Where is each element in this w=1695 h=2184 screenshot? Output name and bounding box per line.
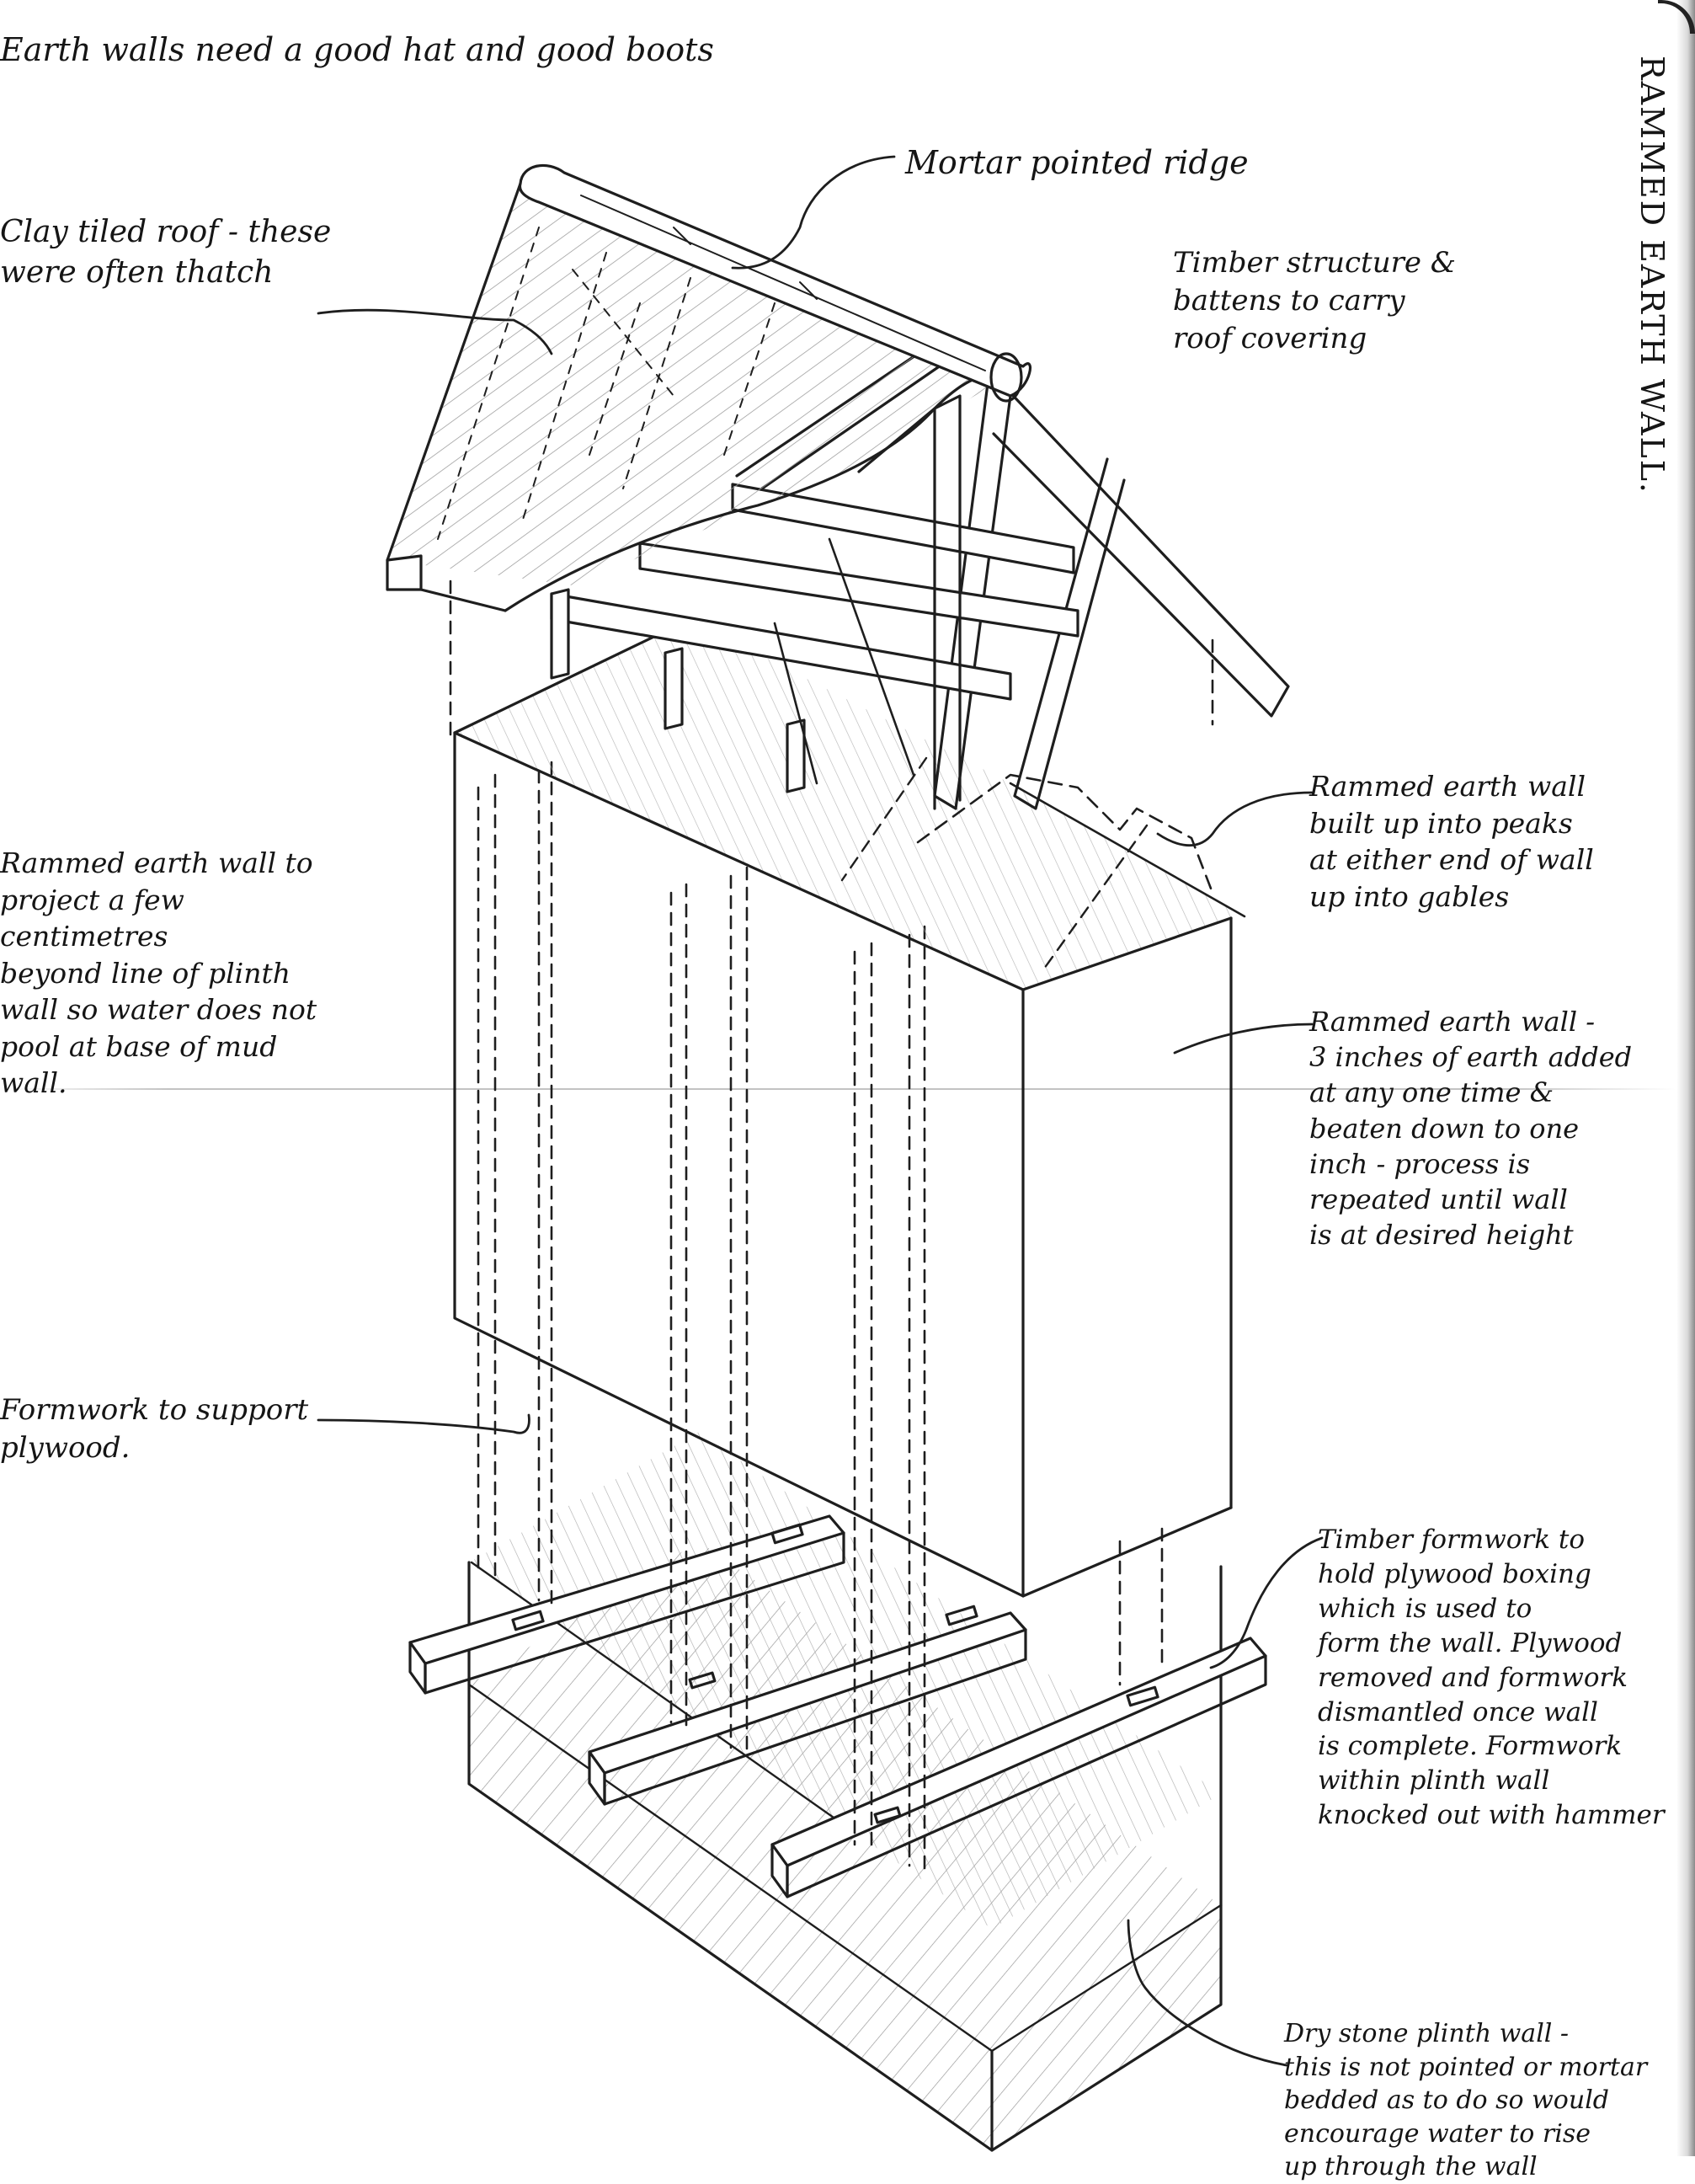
timber-note: Timber structure & battens to carry roof… [1173, 246, 1457, 355]
formwork-note: Timber formwork to hold plywood boxing w… [1318, 1525, 1665, 1831]
plinth-note: Dry stone plinth wall - this is not poin… [1284, 2019, 1648, 2182]
leader-lines [317, 155, 1324, 2067]
rammed-earth-wall [453, 617, 1246, 1598]
formwork-battens [408, 1514, 1267, 1898]
roof-note: Clay tiled roof - these were often thatc… [0, 215, 332, 290]
layers-note: Rammed earth wall - 3 inches of earth ad… [1309, 1006, 1633, 1252]
tiled-roof [386, 182, 1019, 612]
project-note: Rammed earth wall to project a few centi… [0, 846, 317, 1100]
heading-note: Earth walls need a good hat and good boo… [0, 31, 714, 68]
formwork-posts [449, 579, 1214, 1876]
ridge [518, 163, 1031, 403]
page-title: RAMMED EARTH WALL. [1634, 56, 1671, 495]
support-note: Formwork to support plywood. [0, 1393, 309, 1465]
page-edge [1676, 0, 1695, 2156]
peaks-note: Rammed earth wall built up into peaks at… [1309, 770, 1594, 913]
ridge-note: Mortar pointed ridge [905, 144, 1249, 181]
sketchbook-fold [0, 1088, 1676, 1090]
